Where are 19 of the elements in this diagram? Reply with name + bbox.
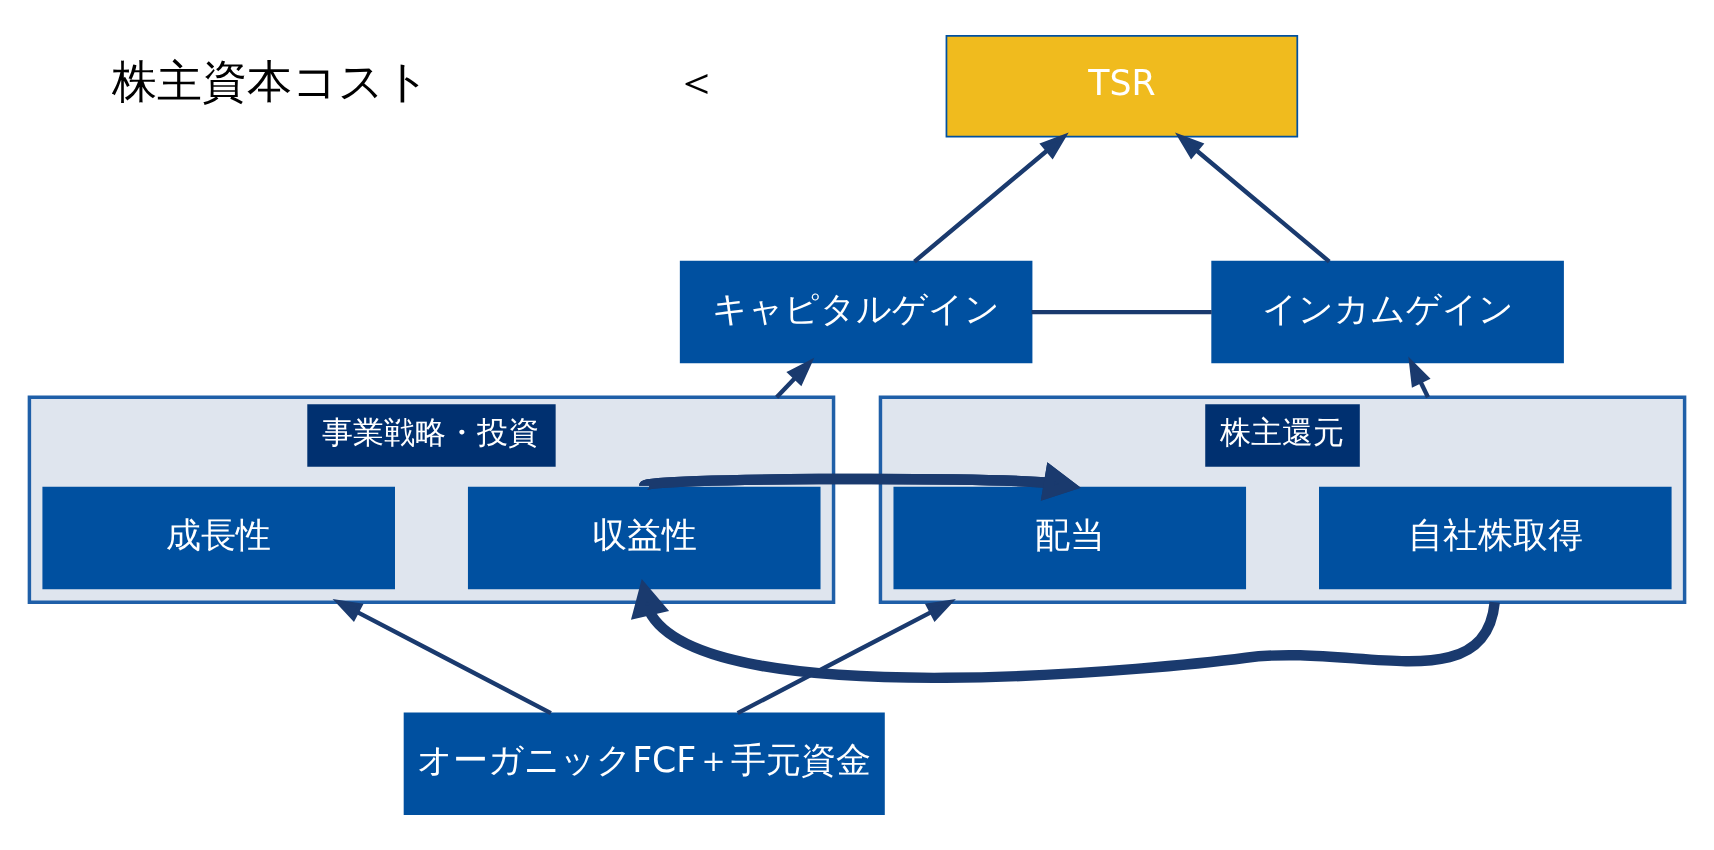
node-box: オーガニックFCF＋手元資金 — [403, 712, 885, 815]
arrow — [630, 579, 1500, 683]
node-box: 収益性 — [467, 486, 821, 590]
connector — [1031, 309, 1212, 315]
arrow — [1408, 356, 1431, 399]
label: ＜ — [673, 55, 719, 109]
arrow — [642, 462, 1081, 501]
arrow — [775, 357, 815, 399]
node-box: インカムゲイン — [1211, 260, 1564, 364]
arrow — [1175, 132, 1331, 264]
node-box: TSR — [945, 35, 1299, 138]
node-box: キャピタルゲイン — [679, 260, 1033, 364]
label: 株主資本コスト — [111, 55, 430, 109]
arrow — [913, 132, 1069, 264]
node-box: 配当 — [893, 486, 1247, 590]
arrow — [736, 599, 956, 716]
node-box: 自社株取得 — [1319, 486, 1672, 590]
node-box: 成長性 — [42, 486, 395, 590]
arrow — [332, 599, 552, 716]
